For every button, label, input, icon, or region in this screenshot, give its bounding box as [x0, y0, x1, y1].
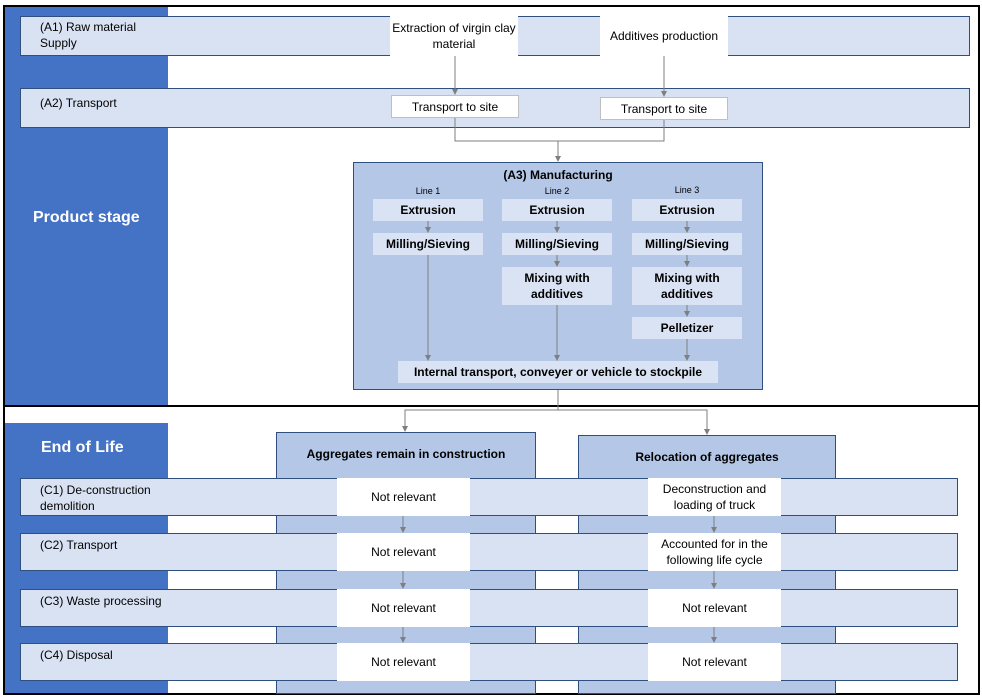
additives-box: Additives production	[600, 16, 728, 56]
c1-relocation-box: Deconstruction and loading of truck	[648, 478, 781, 516]
line-1-milling: Milling/Sieving	[373, 233, 483, 255]
line-2-mixing: Mixing with additives	[502, 267, 612, 305]
c4-remain-box: Not relevant	[337, 643, 470, 681]
c4-relocation-box: Not relevant	[648, 643, 781, 681]
a2-label: (A2) Transport	[40, 96, 117, 110]
transport-right-box: Transport to site	[600, 97, 728, 120]
c3-remain-box: Not relevant	[337, 589, 470, 627]
line-1-label: Line 1	[415, 186, 441, 196]
end-of-life-frame	[3, 405, 980, 695]
c1-band: (C1) De-construction demolition	[20, 478, 958, 516]
stockpile-box: Internal transport, conveyer or vehicle …	[398, 361, 718, 383]
remain-column-title: Aggregates remain in construction	[306, 447, 506, 461]
line-3-pelletizer: Pelletizer	[632, 317, 742, 339]
arrow-to-relocation	[558, 409, 710, 435]
line-3-milling: Milling/Sieving	[632, 233, 742, 255]
c2-remain-box: Not relevant	[337, 533, 470, 571]
c4-band: (C4) Disposal	[20, 643, 958, 681]
manufacturing-title: (A3) Manufacturing	[503, 168, 613, 182]
c1-label: (C1) De-construction demolition	[40, 483, 151, 513]
line-2-extrusion: Extrusion	[502, 199, 612, 221]
c2-label: (C2) Transport	[40, 538, 118, 552]
c1-remain-box: Not relevant	[337, 478, 470, 516]
c3-label: (C3) Waste processing	[40, 594, 162, 608]
a1-label: (A1) Raw material Supply	[40, 20, 137, 50]
c2-band: (C2) Transport	[20, 533, 958, 571]
line-2-label: Line 2	[544, 186, 570, 196]
transport-merge-line	[454, 118, 665, 142]
arrow-to-remain	[402, 390, 559, 432]
line-3-mixing: Mixing with additives	[632, 267, 742, 305]
c3-relocation-box: Not relevant	[648, 589, 781, 627]
extraction-box: Extraction of virgin clay material	[390, 16, 518, 56]
line-3-extrusion: Extrusion	[632, 199, 742, 221]
relocation-column-title: Relocation of aggregates	[635, 450, 779, 464]
transport-left-box: Transport to site	[391, 95, 519, 118]
c3-band: (C3) Waste processing	[20, 589, 958, 627]
c4-label: (C4) Disposal	[40, 648, 113, 662]
c2-relocation-box: Accounted for in the following life cycl…	[648, 533, 781, 571]
line-2-milling: Milling/Sieving	[502, 233, 612, 255]
product-stage-title: Product stage	[33, 209, 140, 226]
line-1-extrusion: Extrusion	[373, 199, 483, 221]
line-3-label: Line 3	[674, 185, 700, 195]
product-stage-sidebar: Product stage	[5, 7, 168, 405]
end-of-life-title: End of Life	[41, 439, 124, 456]
